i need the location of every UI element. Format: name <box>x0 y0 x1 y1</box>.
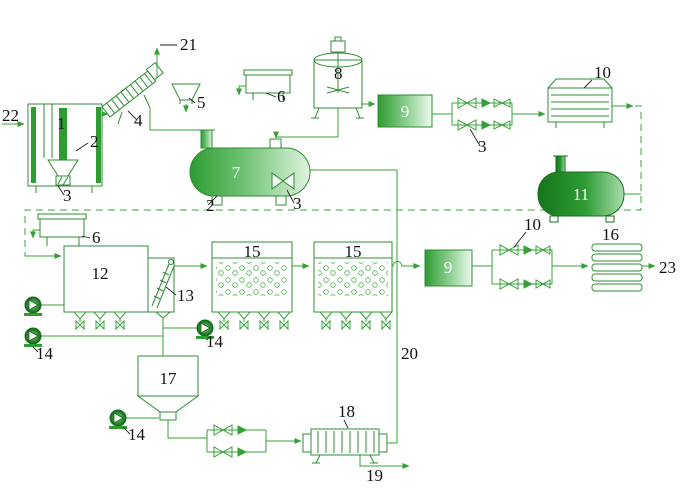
label-17: 17 <box>160 369 178 388</box>
label-15-a: 15 <box>244 242 261 261</box>
pipework <box>2 47 656 469</box>
label-5: 5 <box>197 93 206 112</box>
label-6-top: 6 <box>277 87 286 106</box>
label-8: 8 <box>334 64 343 83</box>
label-14-b: 14 <box>206 332 224 351</box>
label-14-a: 14 <box>36 344 54 363</box>
labels: 22 21 1 2 3 4 5 6 8 9 3 10 7 2 3 11 6 12… <box>2 35 676 485</box>
label-16: 16 <box>602 225 619 244</box>
label-19: 19 <box>366 466 383 485</box>
pipe-19-drain <box>359 455 410 469</box>
label-3-pumps: 3 <box>478 137 487 156</box>
label-15-b: 15 <box>345 242 362 261</box>
label-3-vessel7: 3 <box>293 194 302 213</box>
label-10-top: 10 <box>594 63 611 82</box>
hopper-5 <box>171 83 201 104</box>
label-13: 13 <box>177 286 194 305</box>
sludge-hopper-17 <box>136 355 200 421</box>
label-22: 22 <box>2 106 19 125</box>
label-18: 18 <box>338 402 355 421</box>
vessel-7 <box>189 129 311 206</box>
aeration-tank-15-a <box>211 241 293 330</box>
label-1: 1 <box>57 114 66 133</box>
aeration-tank-15-b <box>313 241 393 330</box>
label-10-lower: 10 <box>524 215 541 234</box>
label-2-vessel7: 2 <box>206 196 215 215</box>
unit-9-top <box>377 94 433 128</box>
inclined-screen-4 <box>101 61 164 125</box>
label-pointers <box>32 44 593 435</box>
plate-stack-16 <box>591 243 643 292</box>
tank-11 <box>537 155 625 223</box>
label-2-tank1: 2 <box>90 132 99 151</box>
label-9-lower: 9 <box>444 258 453 277</box>
pump-14-a <box>23 296 43 317</box>
dashed-boundary-lines <box>24 105 642 256</box>
dosing-pumps-10 <box>491 244 553 290</box>
screen-13 <box>147 257 175 319</box>
plate-tank-10-top <box>547 78 613 128</box>
basin-12 <box>63 245 149 330</box>
transfer-pumps <box>206 424 267 458</box>
label-7: 7 <box>232 163 241 182</box>
dosing-tank-6-top <box>243 69 293 100</box>
label-6-lower: 6 <box>92 228 101 247</box>
pipe-17-out <box>167 420 207 439</box>
pipe-8-to-7 <box>273 108 339 139</box>
label-12: 12 <box>92 264 109 283</box>
tank-1 <box>27 103 103 193</box>
pipe-4-to-7 <box>149 108 201 131</box>
mixer-8 <box>311 36 364 119</box>
dosing-pumps-3 <box>451 97 513 131</box>
label-21: 21 <box>180 35 197 54</box>
pipe-6b-spigot <box>30 229 40 239</box>
label-23: 23 <box>659 258 676 277</box>
pump-14-c <box>108 409 128 430</box>
label-3-tank1: 3 <box>63 186 72 205</box>
label-20: 20 <box>401 344 418 363</box>
label-4: 4 <box>134 111 143 130</box>
label-11: 11 <box>573 185 589 204</box>
dosing-tank-6-lower <box>37 213 87 246</box>
pipe-15b-to-9-hop <box>392 261 421 269</box>
pipe-6a-spigot <box>236 85 246 96</box>
unit-9-lower <box>424 249 473 287</box>
label-14-c: 14 <box>128 425 146 444</box>
label-9-top: 9 <box>401 102 410 121</box>
filter-press-18 <box>302 428 388 464</box>
